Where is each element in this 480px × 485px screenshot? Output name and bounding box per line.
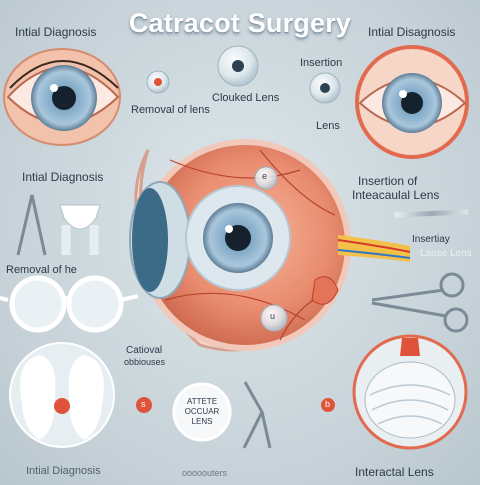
label-removal-of-he: Removal of he [6, 264, 77, 276]
label-laose-lens: Laose Lens [420, 248, 472, 259]
label-catioval: Catioval [126, 345, 163, 356]
label-mid-left-diagnosis: Intial Diagnosis [22, 170, 104, 184]
bottom-center-items [136, 380, 335, 449]
label-clouded-lens: Clouked Lens [212, 92, 280, 104]
lens-implant-petals [9, 342, 115, 448]
label-interactal-lens: Interactal Lens [355, 465, 434, 479]
label-top-left-diagnosis: Intial Diagnosis [15, 25, 97, 39]
top-left-eye [3, 48, 121, 146]
diagram-title: Catracot Surgery [128, 8, 352, 38]
intraocular-lens-circle [352, 334, 468, 450]
marker-b: b [325, 399, 331, 409]
glasses [0, 275, 139, 333]
marker-e: e [262, 171, 268, 181]
label-attete: ATTETE [186, 397, 218, 406]
label-bottom-center: ooooouters [182, 468, 228, 478]
label-insertiay: Insertiay [412, 234, 450, 245]
small-lens-spheres [146, 45, 341, 104]
eye-cross-section [129, 139, 411, 352]
marker-u: u [270, 311, 276, 321]
label-occuar: OCCUAR [184, 407, 220, 416]
surgical-tools-left [16, 194, 101, 256]
marker-s: s [141, 399, 146, 409]
label-attete-lens: LENS [191, 417, 213, 426]
label-bottom-left-diagnosis: Intial Diagnosis [26, 465, 101, 477]
top-right-eye [355, 45, 469, 159]
label-obbiouses: obbiouses [124, 357, 166, 367]
surgical-tools-right [371, 209, 469, 333]
label-lens: Lens [316, 120, 340, 132]
label-intraocular-lens: Inteacaulal Lens [352, 188, 440, 202]
label-top-right-diagnosis: Intial Disagnosis [368, 25, 456, 39]
label-insertion-of: Insertion of [358, 174, 418, 188]
label-removal-of-lens: Removal of lens [131, 104, 210, 116]
label-insertion: Insertion [300, 57, 343, 69]
